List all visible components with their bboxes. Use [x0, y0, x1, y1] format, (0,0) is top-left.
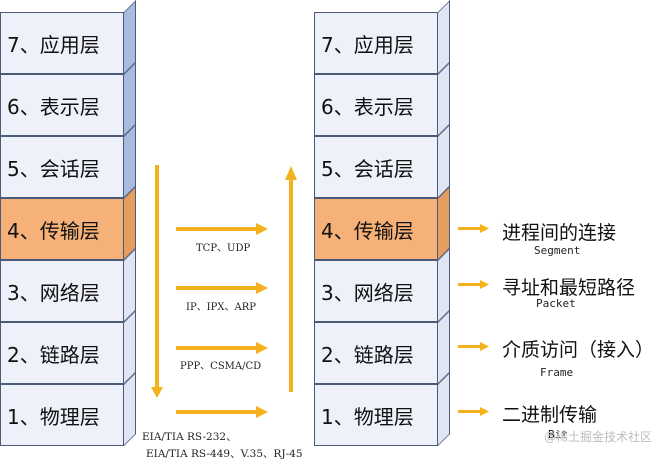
up-arrow-head [285, 166, 297, 180]
layer-physical: 1、物理层 [314, 384, 438, 446]
up-arrow-shaft [289, 180, 293, 392]
segment-arrow-head [480, 224, 489, 233]
layer-application: 7、应用层 [314, 12, 438, 74]
protocol-link: PPP、CSMA/CD [180, 361, 262, 372]
label-link-desc: 介质访问（接入） [502, 339, 655, 361]
layer-transport: 4、传输层 [0, 198, 124, 260]
layer-presentation: 6、表示层 [0, 74, 124, 136]
link-arrow-head [256, 342, 268, 354]
unit-segment: Segment [534, 244, 581, 257]
layer-session: 5、会话层 [314, 136, 438, 198]
layer-session: 5、会话层 [0, 136, 124, 198]
watermark: @稀土掘金技术社区 [543, 430, 652, 444]
frame-arrow-shaft [458, 345, 480, 348]
protocol-physical-line2: EIA/TIA RS-449、V.35、RJ-45 [146, 448, 303, 460]
protocol-network: IP、IPX、ARP [186, 302, 256, 313]
down-arrow-head [151, 387, 163, 398]
layer-application: 7、应用层 [0, 12, 124, 74]
packet-arrow-shaft [458, 283, 480, 286]
transport-arrow-head [256, 223, 268, 235]
link-arrow-shaft [176, 346, 256, 350]
protocol-physical-line1: EIA/TIA RS-232、 [142, 431, 237, 443]
label-network-desc: 寻址和最短路径 [502, 277, 636, 299]
packet-arrow-head [480, 280, 489, 289]
label-transport-desc: 进程间的连接 [502, 222, 617, 244]
physical-arrow-head [256, 406, 268, 418]
unit-bit: Bit [548, 428, 568, 441]
layer-network: 3、网络层 [314, 260, 438, 322]
segment-arrow-shaft [458, 227, 480, 230]
label-physical-desc: 二进制传输 [502, 404, 598, 426]
layer-transport: 4、传输层 [314, 198, 438, 260]
layer-datalink: 2、链路层 [314, 322, 438, 384]
network-arrow-head [256, 282, 268, 294]
bit-arrow-head [480, 407, 489, 416]
unit-frame: Frame [540, 366, 574, 379]
down-arrow-shaft [155, 165, 159, 387]
bit-arrow-shaft [458, 410, 480, 413]
layer-datalink: 2、链路层 [0, 322, 124, 384]
physical-arrow-shaft [176, 410, 256, 414]
layer-network: 3、网络层 [0, 260, 124, 322]
layer-physical: 1、物理层 [0, 384, 124, 446]
protocol-transport: TCP、UDP [196, 243, 251, 254]
transport-arrow-shaft [176, 227, 256, 231]
frame-arrow-head [480, 342, 489, 351]
network-arrow-shaft [176, 286, 256, 290]
layer-presentation: 6、表示层 [314, 74, 438, 136]
unit-packet: Packet [536, 297, 576, 310]
